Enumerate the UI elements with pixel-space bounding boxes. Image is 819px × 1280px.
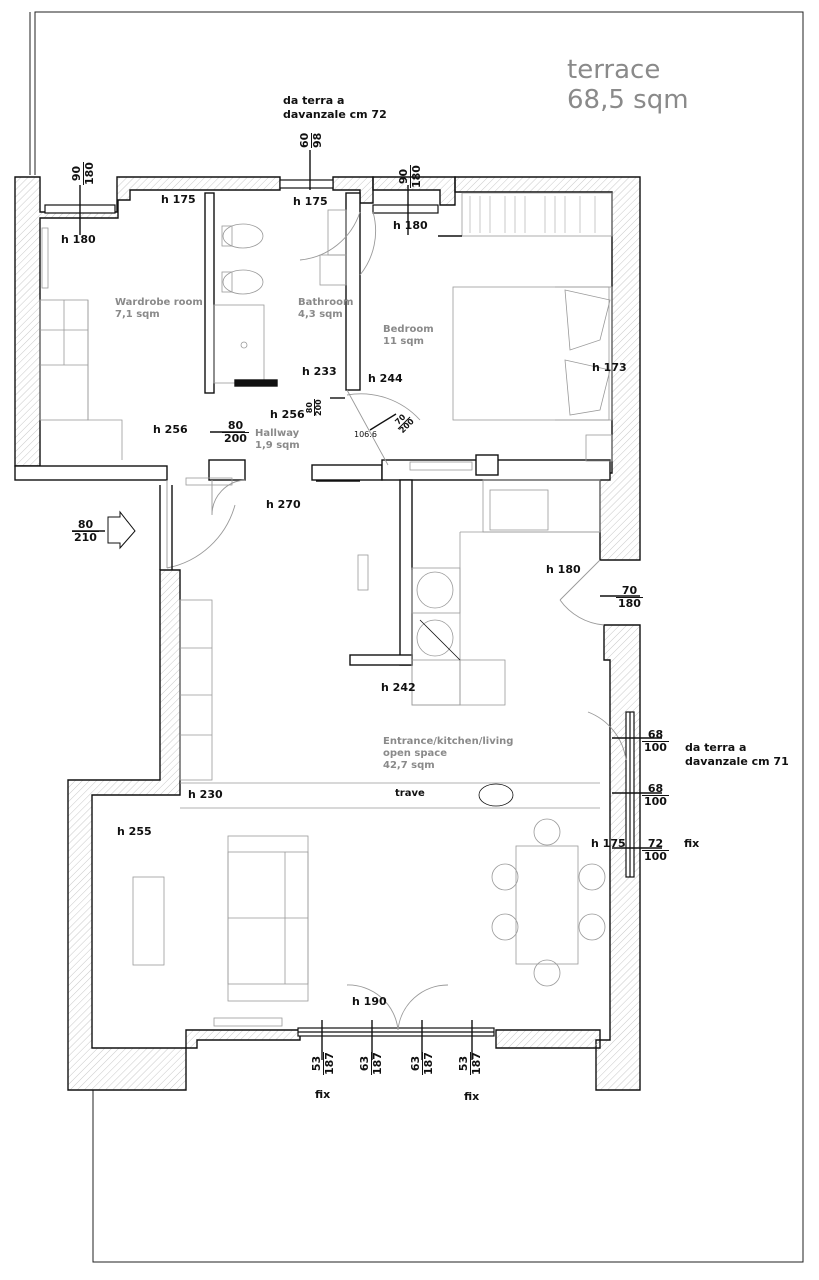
height-label: h 180 [393, 219, 428, 232]
room-bedroom-name: Bedroom [383, 324, 434, 335]
room-bedroom: Bedroom 11 sqm [383, 324, 434, 348]
terrace-name: terrace [567, 55, 661, 85]
window-dim-wardrobe: 90 180 [70, 162, 96, 185]
height-label: h 242 [381, 681, 416, 694]
height-label: h 180 [61, 233, 96, 246]
room-bathroom: Bathroom 4,3 sqm [298, 297, 353, 321]
trave-label: trave [395, 788, 425, 799]
room-living-line1: Entrance/kitchen/living [383, 736, 514, 747]
door-dim-kitchen: 70 180 [616, 584, 643, 610]
room-hallway-name: Hallway [255, 428, 300, 439]
height-label: h 190 [352, 995, 387, 1008]
height-label: h 175 [161, 193, 196, 206]
room-living-line2: open space [383, 748, 447, 759]
room-bathroom-name: Bathroom [298, 297, 354, 308]
fix-right-label: fix [684, 837, 700, 850]
sill-note-right-2: davanzale cm 71 [685, 755, 789, 768]
terrace-boundary [29, 11, 804, 1263]
terrace-label: terrace 68,5 sqm [567, 55, 689, 116]
height-label: h 180 [546, 563, 581, 576]
sill-note-right-1: da terra a [685, 741, 747, 754]
furniture [39, 192, 613, 1027]
window-dim-bottom-3: 63 187 [409, 1052, 435, 1075]
room-bedroom-area: 11 sqm [383, 336, 424, 347]
window-dim-right-2: 68 100 [642, 782, 669, 808]
entrance-dim: 80 210 [72, 518, 99, 544]
fix-bottom-right-label: fix [464, 1090, 480, 1103]
window-dim-bottom-1: 53 187 [310, 1052, 336, 1075]
room-wardrobe-area: 7,1 sqm [115, 309, 160, 320]
room-hallway-area: 1,9 sqm [255, 440, 300, 451]
room-living-area: 42,7 sqm [383, 760, 435, 771]
height-label: h 270 [266, 498, 301, 511]
sill-note-top-1: da terra a [283, 94, 345, 107]
height-label: h 175 [591, 837, 626, 850]
room-living: Entrance/kitchen/living open space 42,7 … [383, 736, 513, 772]
room-bathroom-area: 4,3 sqm [298, 309, 343, 320]
height-label: h 175 [293, 195, 328, 208]
room-wardrobe: Wardrobe room 7,1 sqm [115, 297, 203, 321]
room-wardrobe-name: Wardrobe room [115, 297, 203, 308]
height-label: h 233 [302, 365, 337, 378]
interior-walls [14, 192, 611, 666]
room-hallway: Hallway 1,9 sqm [255, 428, 300, 452]
window-dim-bottom-4: 53 187 [457, 1052, 483, 1075]
window-dim-right-1: 68 100 [642, 728, 669, 754]
doors [166, 211, 627, 1031]
height-label: h 244 [368, 372, 403, 385]
height-label: h 173 [592, 361, 627, 374]
door-swing-label: 106.6 [354, 430, 377, 439]
fix-bottom-left-label: fix [315, 1088, 331, 1101]
terrace-area: 68,5 sqm [567, 84, 689, 115]
height-label: h 255 [117, 825, 152, 838]
height-label: h 230 [188, 788, 223, 801]
window-dim-bottom-2: 63 187 [358, 1052, 384, 1075]
window-dim-bath: 60 98 [298, 132, 324, 148]
height-label: h 256 [270, 408, 305, 421]
window-dim-right-3: 72 100 [642, 837, 669, 863]
door-dim-hall: 80 200 [222, 419, 249, 445]
dimension-lines [72, 150, 662, 1060]
door-dim-small: 80 200 [305, 399, 324, 416]
window-dim-bedroom: 90 180 [397, 165, 423, 188]
height-label: h 256 [153, 423, 188, 436]
sill-note-top-2: davanzale cm 72 [283, 108, 387, 121]
